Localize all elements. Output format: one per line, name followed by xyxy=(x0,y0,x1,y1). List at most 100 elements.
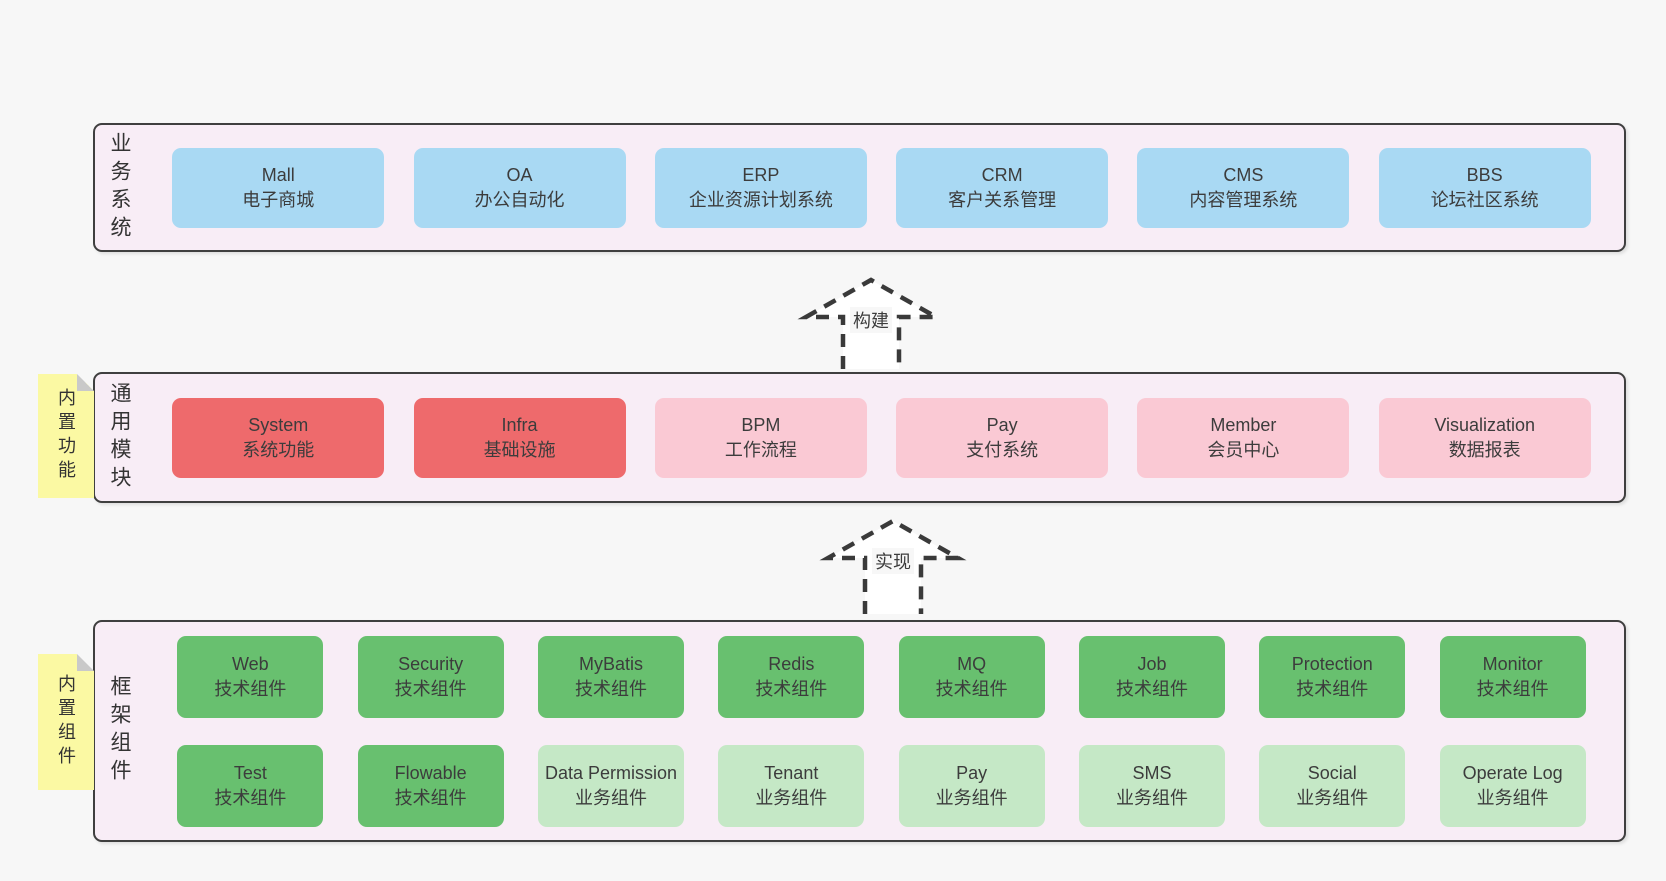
box-subtitle: 技术组件 xyxy=(1296,678,1369,699)
box-oa: OA 办公自动化 xyxy=(413,147,626,228)
box-redis: Redis 技术组件 xyxy=(718,635,865,718)
box-pay: Pay 业务组件 xyxy=(898,744,1045,827)
box-subtitle: 论坛社区系统 xyxy=(1430,189,1539,210)
folded-corner-icon xyxy=(77,374,94,391)
box-subtitle: 数据报表 xyxy=(1448,439,1521,460)
box-sms: SMS 业务组件 xyxy=(1078,744,1225,827)
box-title: MyBatis xyxy=(578,653,643,674)
box-pay: Pay 支付系统 xyxy=(896,397,1109,478)
box-title: Pay xyxy=(956,762,988,783)
box-cms: CMS 内容管理系统 xyxy=(1137,147,1350,228)
section-business-systems: 业务系统 Mall 电子商城 OA 办公自动化 ERP 企业资源计划系统 CRM 客户关系管理… xyxy=(93,123,1626,252)
box-subtitle: 基础设施 xyxy=(483,439,556,460)
box-title: Infra xyxy=(501,414,538,435)
section-label-business-systems: 业务系统 xyxy=(108,131,131,244)
box-subtitle: 技术组件 xyxy=(394,787,467,808)
box-title: OA xyxy=(506,164,533,185)
box-title: BBS xyxy=(1466,164,1503,185)
box-mq: MQ 技术组件 xyxy=(898,635,1045,718)
box-title: Redis xyxy=(768,653,815,674)
box-title: MQ xyxy=(957,653,987,674)
box-subtitle: 技术组件 xyxy=(214,787,287,808)
box-mall: Mall 电子商城 xyxy=(172,147,385,228)
box-title: Member xyxy=(1210,414,1277,435)
sticky-note-builtin-components-label: 内置组件 xyxy=(56,674,76,770)
box-system: System 系统功能 xyxy=(172,397,385,478)
box-bpm: BPM 工作流程 xyxy=(654,397,867,478)
sticky-note-builtin-features: 内置功能 xyxy=(38,374,94,498)
box-title: Visualization xyxy=(1434,414,1536,435)
folded-corner-icon xyxy=(77,654,94,671)
common-modules-boxes: System 系统功能 Infra 基础设施 BPM 工作流程 Pay 支付系统 Member 会… xyxy=(143,374,1624,501)
box-title: CMS xyxy=(1223,164,1264,185)
box-subtitle: 办公自动化 xyxy=(474,189,565,210)
box-title: Test xyxy=(233,762,267,783)
box-title: Social xyxy=(1307,762,1357,783)
box-subtitle: 技术组件 xyxy=(1476,678,1549,699)
box-test: Test 技术组件 xyxy=(177,744,324,827)
sticky-note-builtin-components: 内置组件 xyxy=(38,654,94,790)
box-erp: ERP 企业资源计划系统 xyxy=(654,147,867,228)
box-flowable: Flowable 技术组件 xyxy=(357,744,504,827)
box-subtitle: 技术组件 xyxy=(1115,678,1188,699)
box-title: Pay xyxy=(986,414,1018,435)
box-title: ERP xyxy=(742,164,780,185)
arrow-implement-label: 实现 xyxy=(872,548,914,574)
box-subtitle: 业务组件 xyxy=(574,787,647,808)
box-title: Protection xyxy=(1291,653,1373,674)
box-subtitle: 企业资源计划系统 xyxy=(688,189,833,210)
box-title: BPM xyxy=(741,414,781,435)
box-subtitle: 电子商城 xyxy=(242,189,315,210)
section-label-common-modules: 通用模块 xyxy=(108,381,131,494)
box-title: Job xyxy=(1137,653,1167,674)
box-subtitle: 工作流程 xyxy=(724,439,797,460)
section-common-modules: 通用模块 System 系统功能 Infra 基础设施 BPM 工作流程 Pay 支付系统 Me… xyxy=(93,372,1626,503)
business-systems-boxes: Mall 电子商城 OA 办公自动化 ERP 企业资源计划系统 CRM 客户关系管理 CMS 内容… xyxy=(143,125,1624,250)
box-subtitle: 会员中心 xyxy=(1207,439,1280,460)
box-title: System xyxy=(248,414,309,435)
box-subtitle: 系统功能 xyxy=(242,439,315,460)
box-subtitle: 技术组件 xyxy=(935,678,1008,699)
box-bbs: BBS 论坛社区系统 xyxy=(1378,147,1591,228)
box-social: Social 业务组件 xyxy=(1259,744,1406,827)
box-title: SMS xyxy=(1132,762,1172,783)
box-subtitle: 内容管理系统 xyxy=(1189,189,1298,210)
box-title: Security xyxy=(398,653,464,674)
box-subtitle: 业务组件 xyxy=(935,787,1008,808)
box-data-permission: Data Permission 业务组件 xyxy=(537,744,684,827)
box-subtitle: 业务组件 xyxy=(755,787,828,808)
box-web: Web 技术组件 xyxy=(177,635,324,718)
box-subtitle: 业务组件 xyxy=(1115,787,1188,808)
arrow-build-label: 构建 xyxy=(850,307,892,333)
box-monitor: Monitor 技术组件 xyxy=(1439,635,1586,718)
box-protection: Protection 技术组件 xyxy=(1259,635,1406,718)
box-subtitle: 客户关系管理 xyxy=(948,189,1057,210)
arrow-implement: 实现 xyxy=(818,518,968,614)
box-subtitle: 技术组件 xyxy=(755,678,828,699)
box-crm: CRM 客户关系管理 xyxy=(896,147,1109,228)
box-title: Mall xyxy=(261,164,295,185)
box-member: Member 会员中心 xyxy=(1137,397,1350,478)
arrow-build: 构建 xyxy=(796,277,946,369)
box-title: Monitor xyxy=(1482,653,1543,674)
box-title: Flowable xyxy=(394,762,467,783)
box-infra: Infra 基础设施 xyxy=(413,397,626,478)
box-subtitle: 支付系统 xyxy=(966,439,1039,460)
box-subtitle: 业务组件 xyxy=(1476,787,1549,808)
box-subtitle: 业务组件 xyxy=(1296,787,1369,808)
box-job: Job 技术组件 xyxy=(1078,635,1225,718)
box-title: CRM xyxy=(981,164,1023,185)
box-subtitle: 技术组件 xyxy=(214,678,287,699)
box-title: Data Permission xyxy=(544,762,677,783)
section-label-framework-components: 框架组件 xyxy=(108,675,131,787)
box-title: Web xyxy=(231,653,269,674)
box-visualization: Visualization 数据报表 xyxy=(1378,397,1591,478)
